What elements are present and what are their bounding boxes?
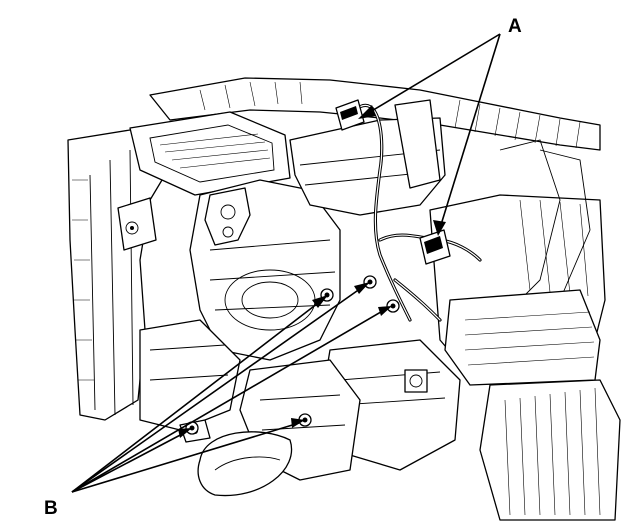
callout-b-leaders <box>71 282 392 493</box>
callout-a-leaders <box>358 33 501 236</box>
callout-label-a: A <box>508 16 522 37</box>
connector-a-lower <box>419 229 451 265</box>
heater-unit-assembly <box>67 77 621 521</box>
clip-b-3 <box>386 299 400 313</box>
connector-a-upper <box>335 99 365 131</box>
callout-label-b: B <box>44 498 58 519</box>
